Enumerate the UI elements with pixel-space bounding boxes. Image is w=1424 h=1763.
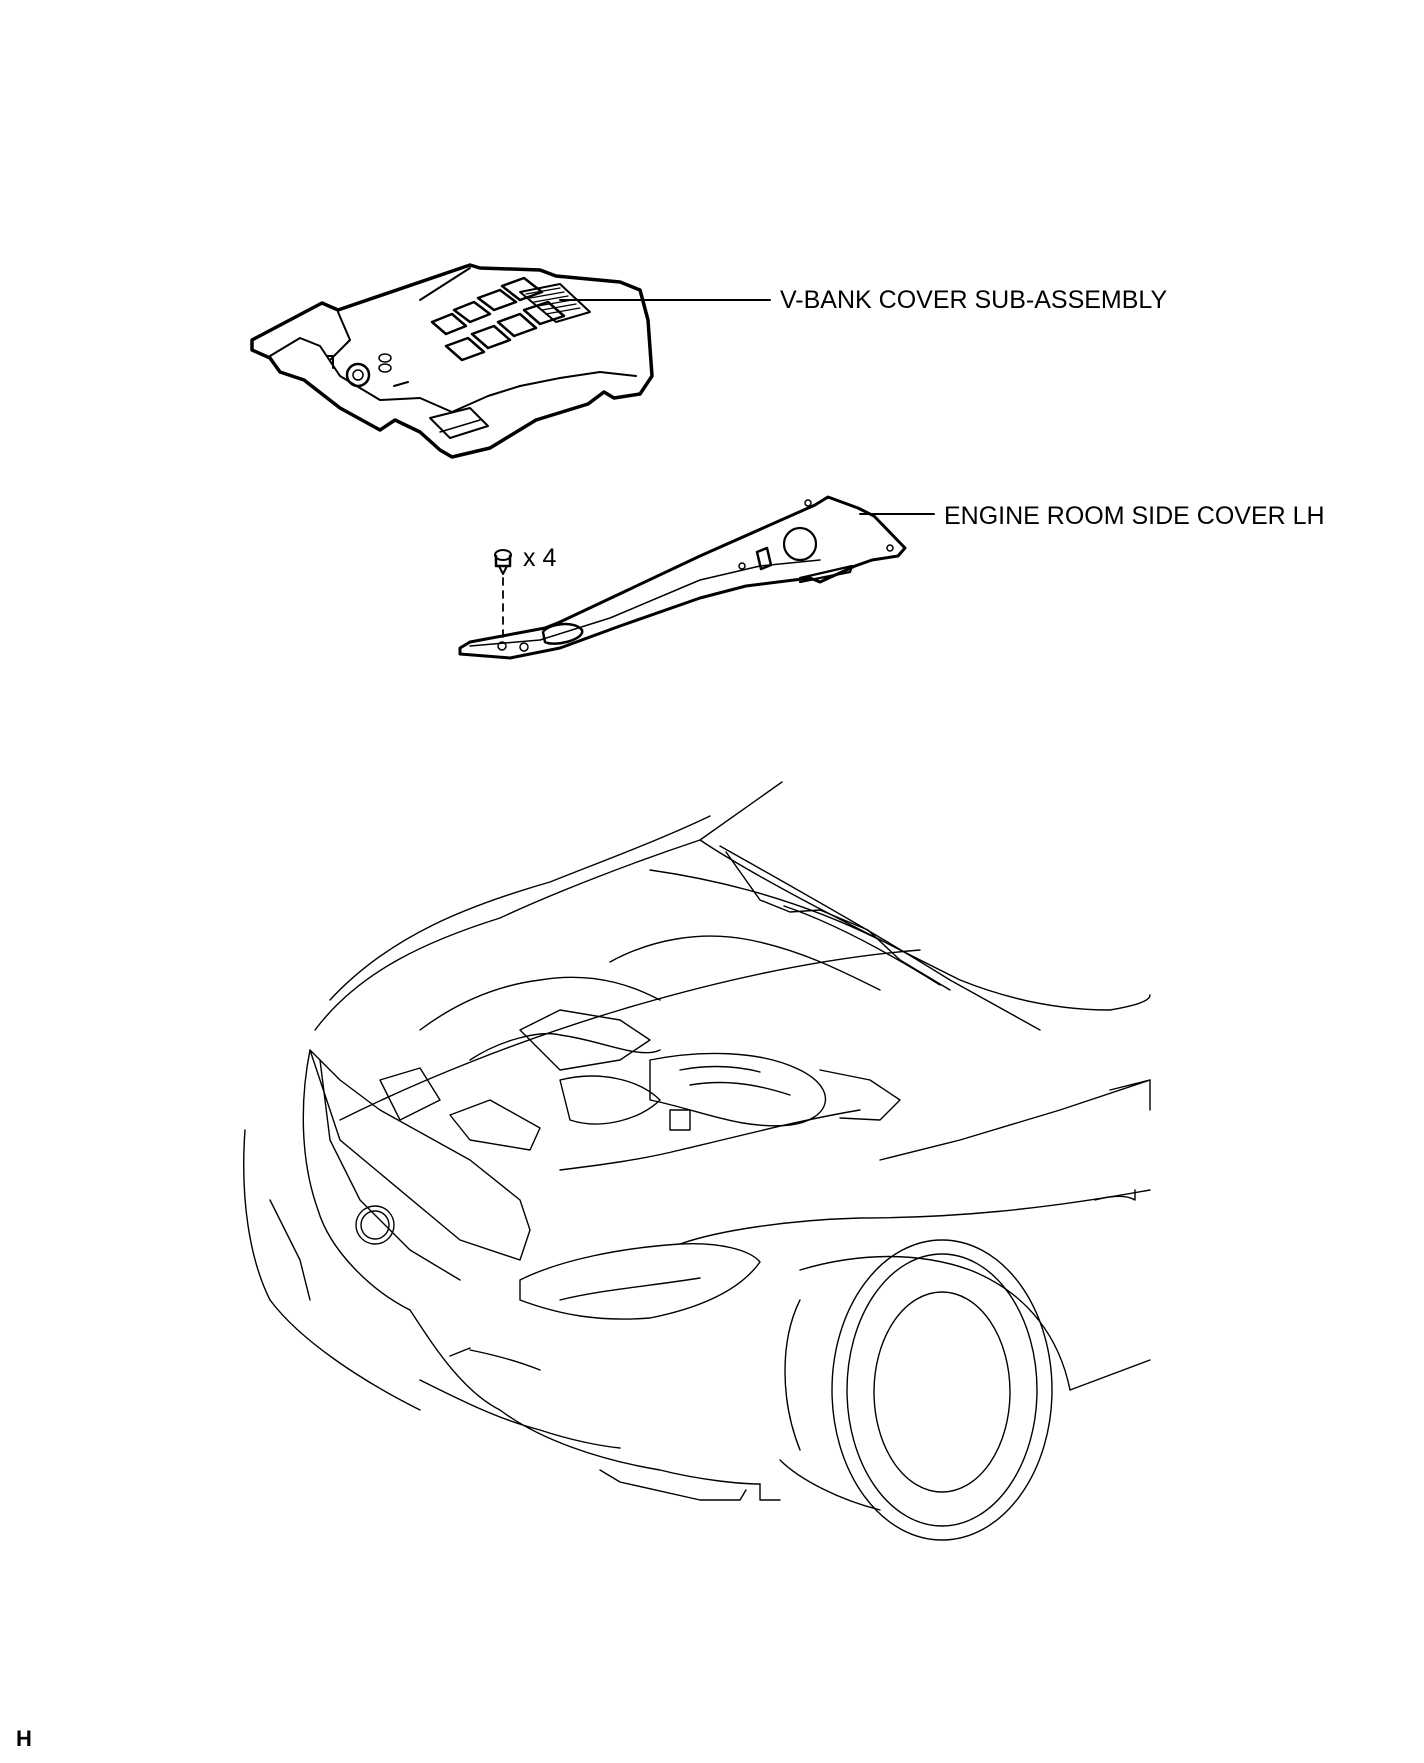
clip-quantity-label: x 4 xyxy=(523,544,557,572)
vbank-cover-drawing xyxy=(250,263,654,459)
side-cover-drawing xyxy=(458,495,907,660)
clip-icon xyxy=(494,549,512,575)
figure-code: H xyxy=(16,1726,32,1751)
vehicle-front-drawing xyxy=(243,781,1151,1541)
side-cover-callout: ENGINE ROOM SIDE COVER LH xyxy=(944,502,1325,530)
vbank-cover-callout: V-BANK COVER SUB-ASSEMBLY xyxy=(780,286,1168,314)
